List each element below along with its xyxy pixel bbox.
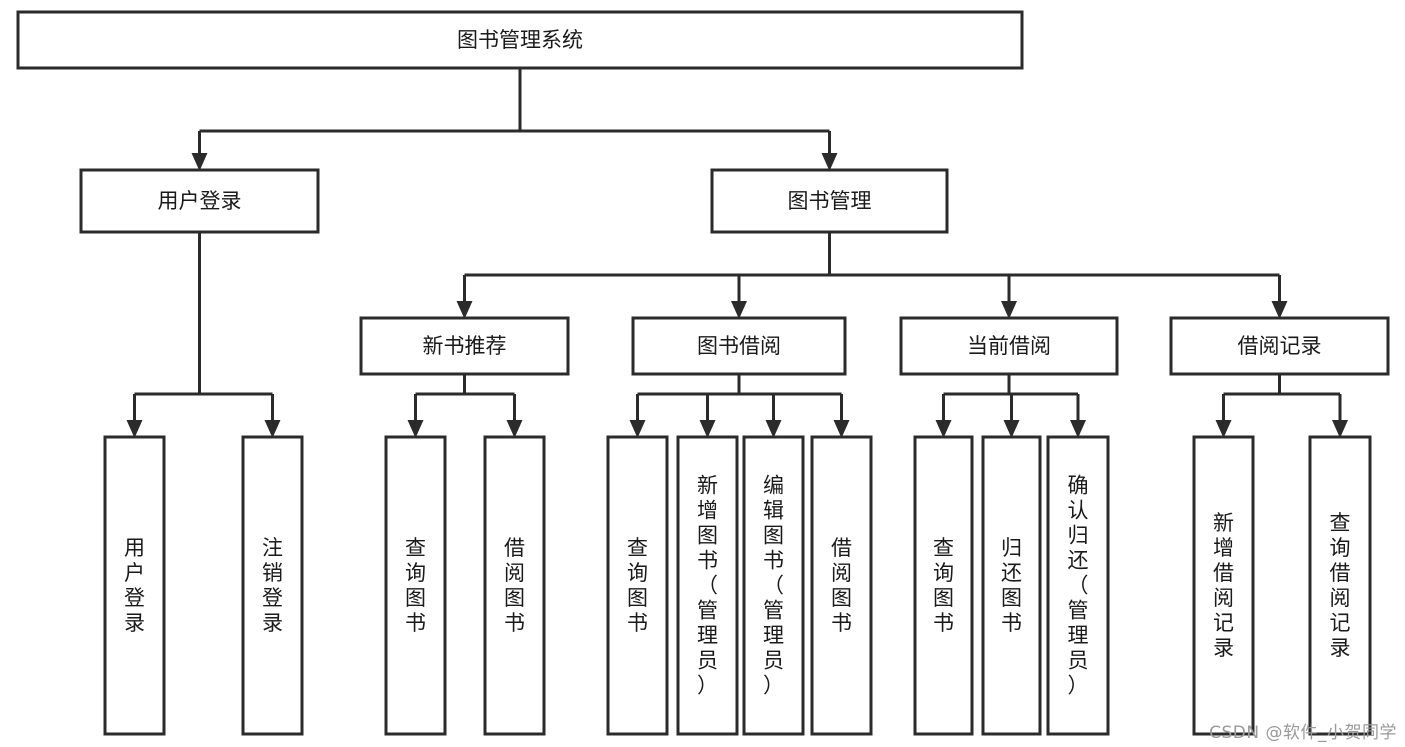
node-label: 用户登录 — [158, 189, 242, 213]
edge-arrow-icon — [1001, 301, 1017, 319]
node-label: 图书借阅 — [697, 334, 781, 358]
node-layer: 图书管理系统用户登录图书管理新书推荐图书借阅当前借阅借阅记录用户登录注销登录查询… — [16, 10, 1390, 736]
node-box — [1192, 435, 1255, 736]
node-borrow-record[interactable]: 借阅记录 — [1169, 316, 1390, 376]
edge-arrow-icon — [833, 420, 850, 438]
node-label: 查询图书 — [933, 536, 954, 635]
node-label: 新增图书（管理员） — [697, 474, 718, 698]
node-box — [483, 435, 546, 736]
node-box — [710, 168, 949, 234]
node-user-login[interactable]: 用户登录 — [79, 168, 320, 234]
edge-arrow-icon — [699, 420, 716, 438]
edge-arrow-icon — [264, 420, 281, 438]
node-box — [1046, 435, 1110, 736]
node-label: 图书管理系统 — [457, 28, 583, 52]
node-label: 用户登录 — [124, 536, 145, 635]
node-box — [981, 435, 1042, 736]
edge-arrow-icon — [407, 420, 424, 438]
edge-arrow-icon — [731, 301, 747, 319]
edge-arrow-icon — [765, 420, 782, 438]
node-label: 当前借阅 — [967, 334, 1051, 358]
edge-arrow-icon — [1003, 420, 1020, 438]
node-leaf-return-book[interactable]: 归还图书 — [981, 435, 1042, 736]
node-box — [899, 316, 1119, 376]
node-box — [1308, 435, 1372, 736]
node-box — [676, 435, 739, 736]
node-leaf-confirm-return[interactable]: 确认归还（管理员） — [1046, 435, 1110, 736]
node-box — [359, 316, 570, 376]
node-box — [810, 435, 873, 736]
node-leaf-edit-book[interactable]: 编辑图书（管理员） — [742, 435, 805, 736]
node-label: 查询图书 — [405, 536, 426, 635]
node-box — [103, 435, 166, 736]
node-leaf-query-book-c[interactable]: 查询图书 — [913, 435, 974, 736]
edge-arrow-icon — [191, 153, 208, 171]
node-box — [742, 435, 805, 736]
edge-arrow-icon — [1215, 420, 1232, 438]
node-current-borrow[interactable]: 当前借阅 — [899, 316, 1119, 376]
node-leaf-query-book-b[interactable]: 查询图书 — [606, 435, 669, 736]
node-label: 查询图书 — [627, 536, 648, 635]
edge-arrow-icon — [456, 301, 473, 319]
node-box — [384, 435, 447, 736]
node-box — [16, 10, 1024, 70]
node-leaf-query-book-a[interactable]: 查询图书 — [384, 435, 447, 736]
node-label: 编辑图书（管理员） — [763, 474, 784, 698]
edge-arrow-icon — [935, 420, 952, 438]
node-box — [913, 435, 974, 736]
edge-arrow-icon — [1332, 420, 1348, 438]
node-leaf-borrow-book-a[interactable]: 借阅图书 — [483, 435, 546, 736]
node-label: 确认归还（管理员） — [1068, 474, 1089, 698]
node-box — [241, 435, 304, 736]
node-book-manage[interactable]: 图书管理 — [710, 168, 949, 234]
node-box — [606, 435, 669, 736]
edge-arrow-icon — [1070, 420, 1086, 438]
edge-arrow-icon — [126, 420, 143, 438]
node-box — [79, 168, 320, 234]
node-leaf-logout[interactable]: 注销登录 — [241, 435, 304, 736]
node-label: 归还图书 — [1001, 536, 1022, 635]
node-box — [1169, 316, 1390, 376]
node-label: 图书管理 — [788, 189, 872, 213]
edge-arrow-icon — [1271, 301, 1288, 319]
node-label: 借阅记录 — [1238, 334, 1322, 358]
node-label: 查询借阅记录 — [1330, 511, 1351, 660]
node-leaf-add-book[interactable]: 新增图书（管理员） — [676, 435, 739, 736]
node-label: 注销登录 — [262, 536, 283, 635]
node-box — [631, 316, 847, 376]
edge-arrow-icon — [629, 420, 646, 438]
node-label: 新增借阅记录 — [1213, 511, 1234, 660]
node-leaf-add-record[interactable]: 新增借阅记录 — [1192, 435, 1255, 736]
node-root[interactable]: 图书管理系统 — [16, 10, 1024, 70]
edge-layer — [126, 68, 1348, 438]
node-leaf-query-record[interactable]: 查询借阅记录 — [1308, 435, 1372, 736]
node-new-book-rec[interactable]: 新书推荐 — [359, 316, 570, 376]
node-leaf-user-login[interactable]: 用户登录 — [103, 435, 166, 736]
edge-arrow-icon — [506, 420, 523, 438]
node-book-borrow[interactable]: 图书借阅 — [631, 316, 847, 376]
node-label: 借阅图书 — [504, 536, 525, 635]
node-label: 新书推荐 — [423, 334, 507, 358]
edge-arrow-icon — [821, 153, 838, 171]
node-leaf-borrow-book-b[interactable]: 借阅图书 — [810, 435, 873, 736]
node-label: 借阅图书 — [831, 536, 852, 635]
